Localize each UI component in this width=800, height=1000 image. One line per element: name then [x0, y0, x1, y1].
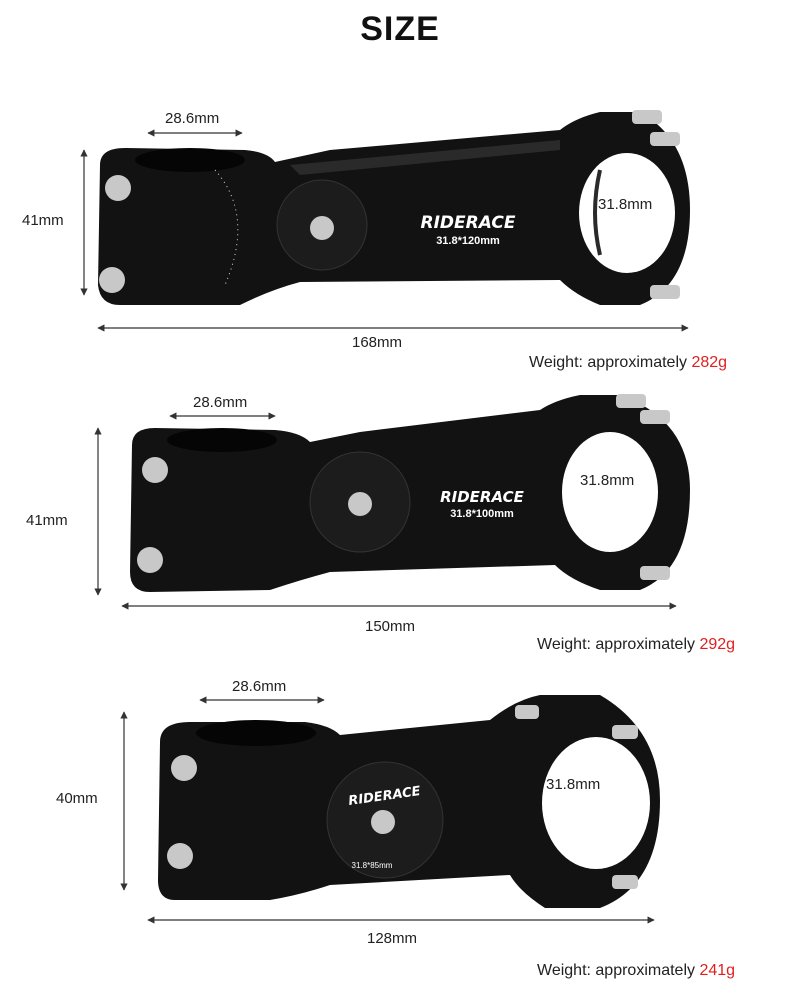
bolt-icon	[171, 755, 197, 781]
bolt-icon	[650, 132, 680, 146]
brand-label-2: RIDERACE	[440, 488, 525, 506]
length-dimension-3: 128mm	[367, 930, 418, 947]
bolt-icon	[348, 492, 372, 516]
product-panel-1: RIDERACE 31.8*120mm 28.6mm 31.8mm 41mm 1…	[0, 0, 800, 380]
bar-clamp-hole-2	[562, 432, 658, 552]
stem-body-1	[98, 112, 690, 305]
bolt-icon	[310, 216, 334, 240]
model-label-2: 31.8*100mm	[450, 508, 514, 520]
bolt-icon	[632, 110, 662, 124]
stem-image-1: RIDERACE 31.8*120mm	[80, 110, 690, 332]
weight-text-2: Weight: approximately 292g	[537, 636, 736, 653]
bolt-icon	[612, 875, 638, 889]
bolt-icon	[515, 705, 539, 719]
length-dimension-1: 168mm	[352, 334, 403, 351]
size-title: SIZE	[360, 10, 440, 48]
brand-label-1: RIDERACE	[421, 213, 516, 233]
weight-text-3: Weight: approximately 241g	[537, 962, 736, 979]
product-panel-2: RIDERACE 31.8*100mm 28.6mm 31.8mm 41mm 1…	[0, 380, 800, 670]
bolt-icon	[105, 175, 131, 201]
bolt-icon	[371, 810, 395, 834]
bar-clamp-dimension-2: 31.8mm	[580, 472, 635, 489]
bolt-icon	[616, 394, 646, 408]
weight-value-3: 241g	[699, 962, 736, 979]
clamp-dimension-2: 28.6mm	[193, 394, 248, 411]
bar-clamp-hole-3	[542, 737, 650, 869]
bolt-icon	[612, 725, 638, 739]
stem-image-3: RIDERACE 31.8*85mm	[120, 695, 660, 924]
weight-value-1: 282g	[691, 354, 728, 371]
height-dimension-1: 41mm	[22, 212, 64, 229]
product-panel-3: RIDERACE 31.8*85mm 28.6mm 31.8mm 40mm 12…	[0, 670, 800, 1000]
bolt-icon	[650, 285, 680, 299]
height-dimension-2: 41mm	[26, 512, 68, 529]
steerer-hole-1	[135, 148, 245, 172]
steerer-hole-3	[196, 720, 316, 746]
height-dimension-3: 40mm	[56, 790, 98, 807]
length-dimension-2: 150mm	[365, 618, 416, 635]
bolt-icon	[99, 267, 125, 293]
steerer-hole-2	[167, 428, 277, 452]
bolt-icon	[137, 547, 163, 573]
bolt-icon	[167, 843, 193, 869]
stem-image-2: RIDERACE 31.8*100mm	[94, 394, 690, 610]
bar-clamp-dimension-3: 31.8mm	[546, 776, 601, 793]
model-label-1: 31.8*120mm	[436, 235, 500, 247]
bolt-icon	[640, 566, 670, 580]
weight-text-1: Weight: approximately 282g	[529, 354, 728, 371]
weight-value-2: 292g	[699, 636, 736, 653]
bar-clamp-dimension-1: 31.8mm	[598, 196, 653, 213]
model-label-3: 31.8*85mm	[352, 861, 393, 870]
bolt-icon	[640, 410, 670, 424]
clamp-dimension-1: 28.6mm	[165, 110, 220, 127]
bolt-icon	[142, 457, 168, 483]
bar-clamp-hole-1	[579, 153, 675, 273]
clamp-dimension-3: 28.6mm	[232, 678, 287, 695]
